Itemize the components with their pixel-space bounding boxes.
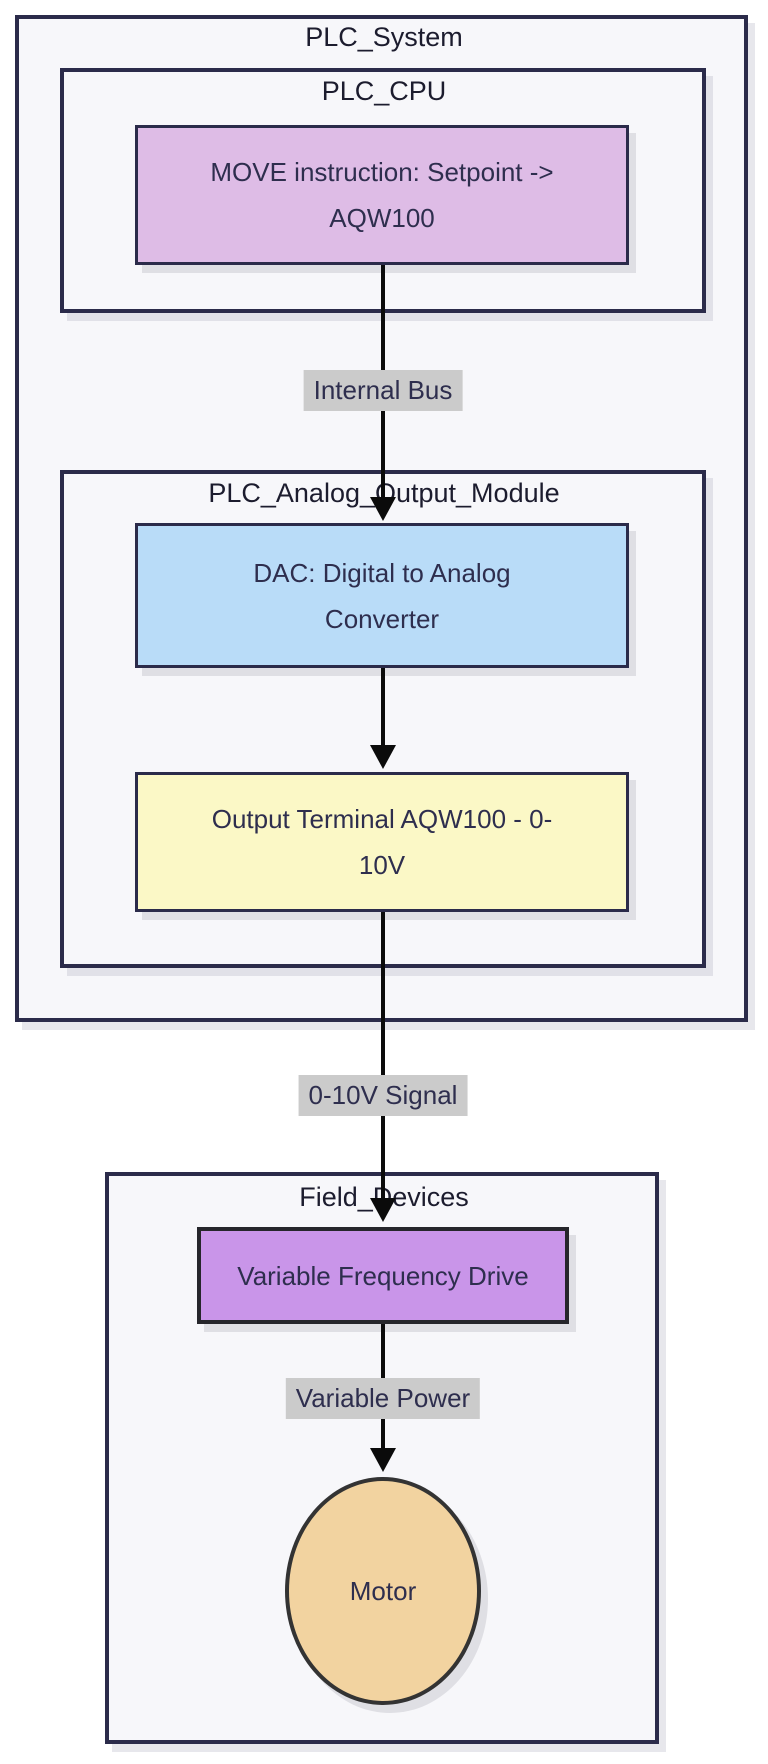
edge-label-internal-bus: Internal Bus [303,370,463,411]
node-motor-label: Motor [349,1576,417,1606]
node-output-terminal-label-line1: Output Terminal AQW100 - 0- [211,804,553,834]
edge-output-to-vfd-line [381,912,385,1198]
arrow-down-icon [370,497,396,521]
node-output-terminal-label-line2: 10V [358,850,406,880]
edge-label-variable-power: Variable Power [285,1378,481,1419]
arrow-down-icon [370,1198,396,1222]
edge-label-0-10v-signal: 0-10V Signal [298,1075,468,1116]
node-motor: Motor [285,1477,481,1705]
node-dac-label-line2: Converter [324,603,440,634]
node-vfd-label: Variable Frequency Drive [237,1260,529,1291]
node-dac-label-line1: DAC: Digital to Analog [253,557,511,588]
arrow-down-icon [370,1448,396,1472]
edge-dac-to-output-line [381,668,385,745]
node-move-instruction-label-line1: MOVE instruction: Setpoint -> [210,157,554,187]
arrow-down-icon [370,745,396,769]
node-dac-converter: DAC: Digital to Analog Converter [135,523,629,668]
node-output-terminal: Output Terminal AQW100 - 0- 10V [135,772,629,912]
node-move-instruction: MOVE instruction: Setpoint -> AQW100 [135,125,629,265]
container-title-plc-cpu: PLC_CPU [321,76,447,106]
node-variable-frequency-drive: Variable Frequency Drive [197,1227,569,1324]
node-move-instruction-label-line2: AQW100 [329,203,435,233]
container-title-plc-system: PLC_System [305,22,463,52]
